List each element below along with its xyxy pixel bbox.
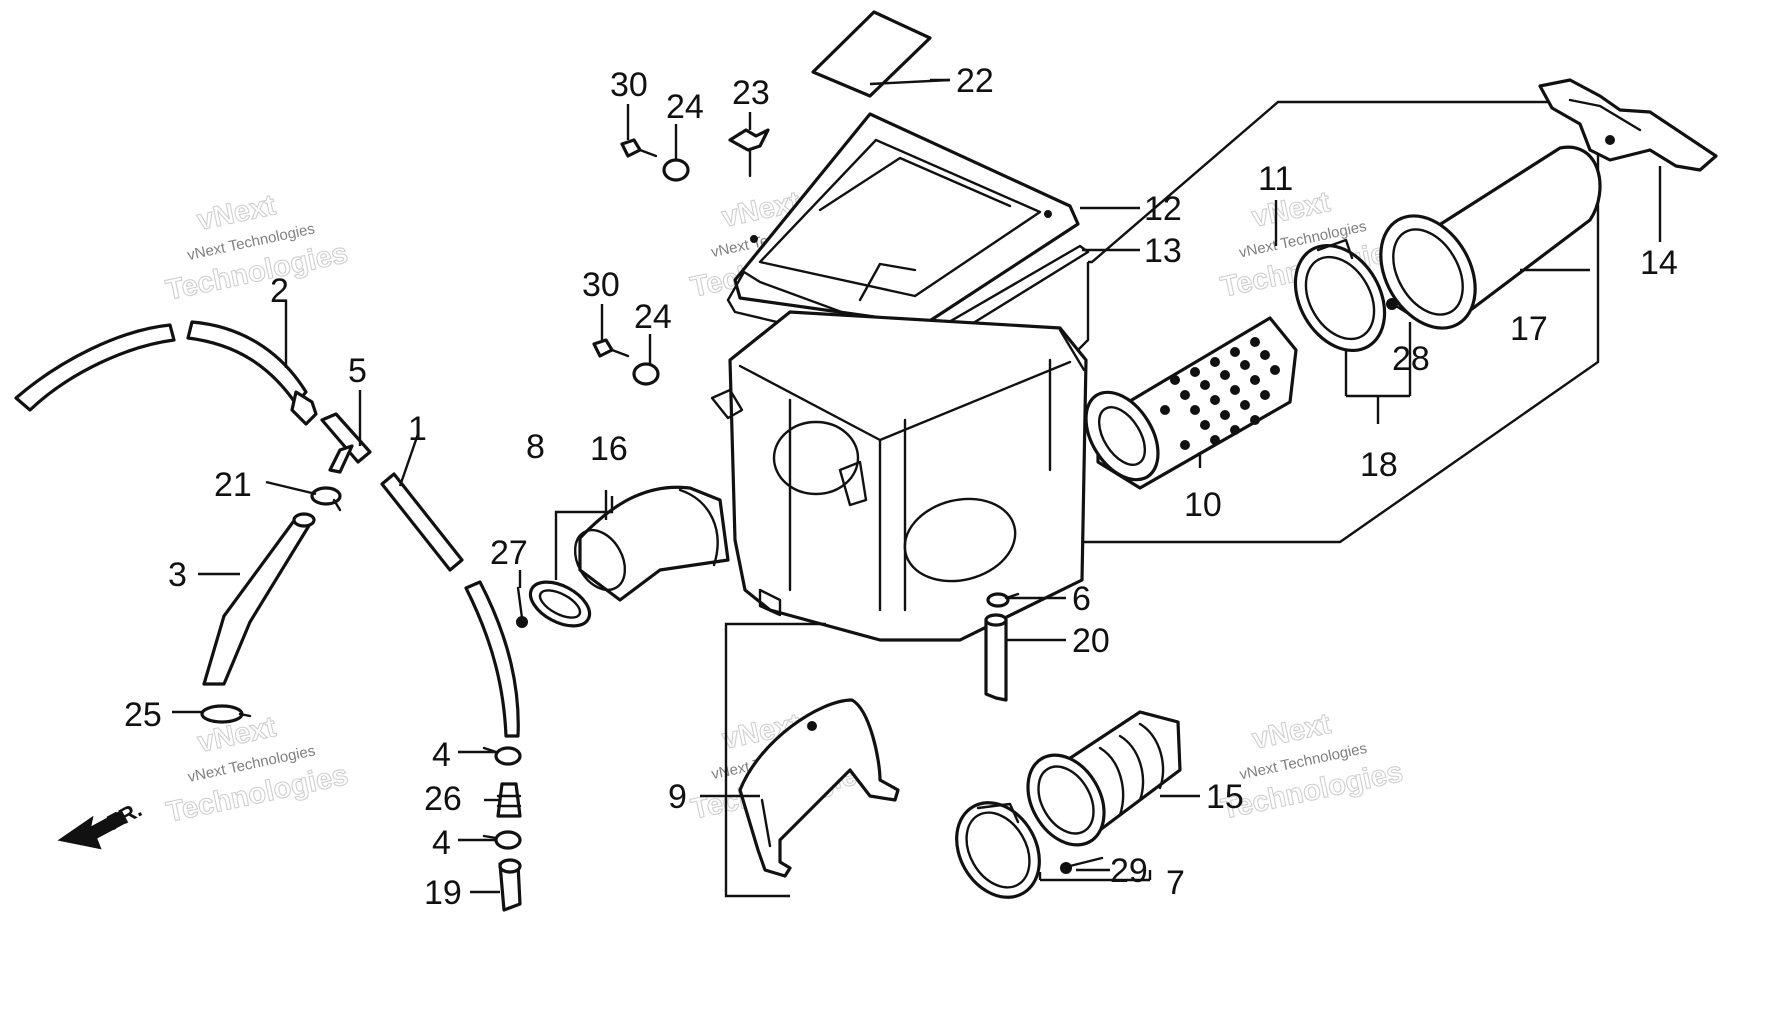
part-20-drain-tube xyxy=(984,613,1008,702)
part-9-bracket xyxy=(738,698,900,878)
label-12: 12 xyxy=(1144,190,1182,228)
part-4-clip-upper xyxy=(482,746,522,766)
front-direction-arrow: FR. xyxy=(57,797,146,850)
part-8-band xyxy=(528,580,592,628)
part-number-labels: 22 30 24 23 12 13 11 14 17 28 18 10 30 2… xyxy=(124,62,1678,912)
part-2-hose xyxy=(14,320,318,426)
label-18: 18 xyxy=(1360,446,1398,484)
part-14-guard-plate xyxy=(1538,78,1718,172)
watermark-top-left: vNext vNext Technologies Technologies xyxy=(163,189,351,308)
part-21-clip xyxy=(310,486,342,512)
label-21: 21 xyxy=(214,466,252,504)
label-7: 7 xyxy=(1166,864,1185,902)
label-8: 8 xyxy=(526,428,545,466)
part-24-grommet-top xyxy=(662,158,690,182)
label-14: 14 xyxy=(1640,244,1678,282)
label-29: 29 xyxy=(1110,852,1148,890)
part-29-screw xyxy=(1060,856,1104,874)
label-11: 11 xyxy=(1258,160,1293,198)
part-28-screw xyxy=(1386,298,1414,318)
assembly-outline-11 xyxy=(1074,100,1600,544)
label-24-mid: 24 xyxy=(634,298,672,336)
label-1: 1 xyxy=(408,410,427,448)
part-22-seal-plate xyxy=(811,10,932,98)
part-12-case-cover xyxy=(733,112,1080,326)
part-4-clip-lower xyxy=(482,830,522,850)
watermark-bottom-left: vNext vNext Technologies Technologies xyxy=(163,711,351,830)
part-16-connecting-tube xyxy=(573,485,730,602)
label-2: 2 xyxy=(270,272,289,310)
label-17: 17 xyxy=(1510,310,1548,348)
part-27-screw xyxy=(516,586,528,628)
part-24-grommet-mid xyxy=(632,362,660,386)
part-15-inlet-duct xyxy=(1026,710,1182,847)
label-13: 13 xyxy=(1144,232,1182,270)
part-1-hose xyxy=(380,472,520,738)
label-22: 22 xyxy=(956,62,994,100)
label-4-lower: 4 xyxy=(432,824,451,862)
leader-lines xyxy=(172,78,1662,898)
label-15: 15 xyxy=(1206,778,1244,816)
label-25: 25 xyxy=(124,696,162,734)
label-4-upper: 4 xyxy=(432,736,451,774)
part-26-joint xyxy=(496,782,522,818)
part-30-bolt-top xyxy=(620,138,658,158)
label-23: 23 xyxy=(732,74,770,112)
label-6: 6 xyxy=(1072,580,1091,618)
part-23-wing-bolt xyxy=(728,128,770,178)
label-10: 10 xyxy=(1184,486,1222,524)
label-3: 3 xyxy=(168,556,187,594)
label-26: 26 xyxy=(424,780,462,818)
part-5-tee-joint xyxy=(320,412,372,474)
part-10-filter-element xyxy=(1084,316,1298,490)
label-27: 27 xyxy=(490,534,528,572)
part-7-band xyxy=(955,801,1041,899)
label-24-top: 24 xyxy=(666,88,704,126)
part-17-filter-cover xyxy=(1379,145,1602,330)
label-19: 19 xyxy=(424,874,462,912)
air-cleaner-case xyxy=(710,310,1088,642)
part-3-hose xyxy=(202,512,316,686)
label-9: 9 xyxy=(668,778,687,816)
part-25-clip xyxy=(200,704,252,724)
filter-mesh-pattern xyxy=(1160,337,1280,450)
part-30-bolt-mid xyxy=(592,338,630,358)
label-30-top: 30 xyxy=(610,66,648,104)
label-28: 28 xyxy=(1392,340,1430,378)
label-30-mid: 30 xyxy=(582,266,620,304)
part-19-drain-plug xyxy=(498,858,522,912)
label-16: 16 xyxy=(590,430,628,468)
label-5: 5 xyxy=(348,352,367,390)
part-18-band xyxy=(1293,238,1387,353)
label-20: 20 xyxy=(1072,622,1110,660)
